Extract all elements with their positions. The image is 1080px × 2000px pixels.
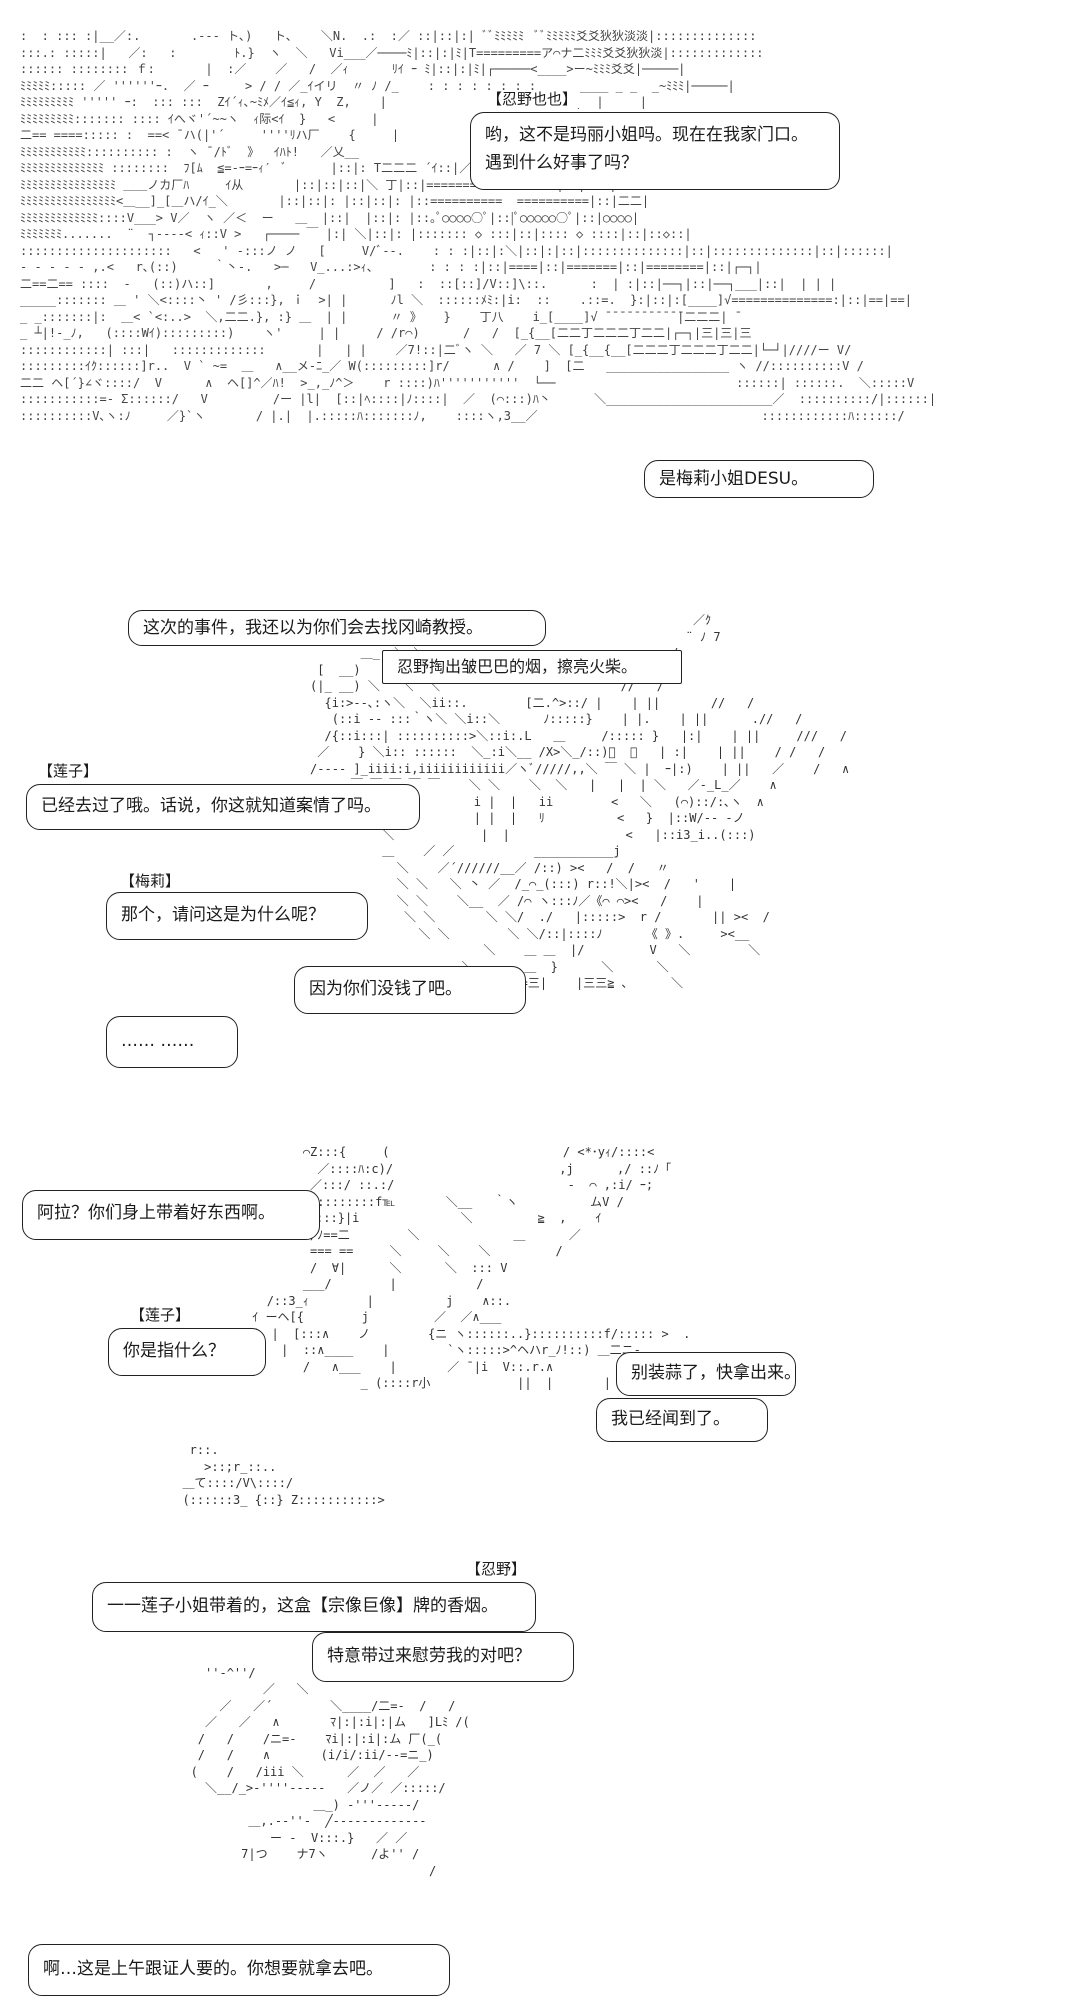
speaker-tag-oshino-2: 【忍野】 xyxy=(466,1560,527,1578)
bubble-line-2: 遇到什么好事了吗？ xyxy=(485,153,638,173)
bubble-line-1: 哟，这不是玛丽小姐吗。现在在我家门口。 xyxy=(485,125,808,145)
speech-bubble-oshino-hand-over: 别装蒜了，快拿出来。 xyxy=(616,1352,801,1396)
speech-bubble-silence: …… …… xyxy=(106,1016,238,1068)
speech-bubble-oshino-smelled: 我已经闻到了。 xyxy=(596,1398,768,1442)
speaker-tag-renko: 【莲子】 xyxy=(38,762,99,780)
panel-2: ／ｸ ¨ ﾉ 7 ＿_ ＼ ＼ / [ __) ＼ ＼ xyxy=(0,570,1080,1090)
ascii-art-small-figure: r::. >::;r_::.. ＿て::::/V\::::/ (::::::3_… xyxy=(182,1443,385,1507)
speech-bubble-oshino-greeting: 哟，这不是玛丽小姐吗。现在在我家门口。 遇到什么好事了吗？ xyxy=(470,112,840,190)
speech-bubble-merry-name: 是梅莉小姐DESU。 xyxy=(644,460,874,498)
panel-3: ⌒Z:::{ ( / <*･yｨ/::::< ／::::ﾊ:c)/ ,j ,/ … xyxy=(0,1130,1080,1530)
ascii-art-oshino-figure: ＿‐‐‐‐‐‐‐‐‐‐‐‐‐‐‐‐‐‐ ''‐^''/ ＼ ＼ ／ ＼ ／ ／´… xyxy=(190,1649,470,1878)
speech-bubble-renko-visited: 已经去过了哦。话说，你这就知道案情了吗。 xyxy=(26,784,420,830)
narration-box: 忍野掏出皱巴巴的烟，擦亮火柴。 xyxy=(382,650,682,684)
speaker-tag-renko-2: 【莲子】 xyxy=(130,1306,191,1324)
speech-bubble-oshino-brought-for-me: 特意带过来慰劳我的对吧？ xyxy=(312,1632,574,1682)
speaker-tag-merry: 【梅莉】 xyxy=(120,872,181,890)
speech-bubble-merry-why: 那个，请问这是为什么呢？ xyxy=(106,892,368,940)
speech-bubble-oshino-thought: 这次的事件，我还以为你们会去找冈崎教授。 xyxy=(128,610,546,646)
speech-bubble-oshino-no-money: 因为你们没钱了吧。 xyxy=(294,966,526,1014)
speech-bubble-oshino-good-stuff: 阿拉？你们身上带着好东西啊。 xyxy=(22,1190,320,1240)
speech-bubble-renko-take-it: 啊…这是上午跟证人要的。你想要就拿去吧。 xyxy=(28,1944,450,1996)
speaker-tag-oshino: 【忍野也也】 xyxy=(484,90,581,108)
speech-bubble-oshino-cigarettes: 一一莲子小姐带着的，这盒【宗像巨像】牌的香烟。 xyxy=(92,1582,536,1632)
panel-4: ＿‐‐‐‐‐‐‐‐‐‐‐‐‐‐‐‐‐‐ ''‐^''/ ＼ ＼ ／ ＼ ／ ／´… xyxy=(0,1560,1080,2000)
ascii-art-street-scene: : : ::: :|__／:. .--- ト､) ト､ ＼N. .: :／ ::… xyxy=(20,29,937,423)
panel-1: : : ::: :|__／:. .--- ト､) ト､ ＼N. .: :／ ::… xyxy=(0,0,1080,540)
speech-bubble-renko-what: 你是指什么？ xyxy=(108,1328,266,1376)
